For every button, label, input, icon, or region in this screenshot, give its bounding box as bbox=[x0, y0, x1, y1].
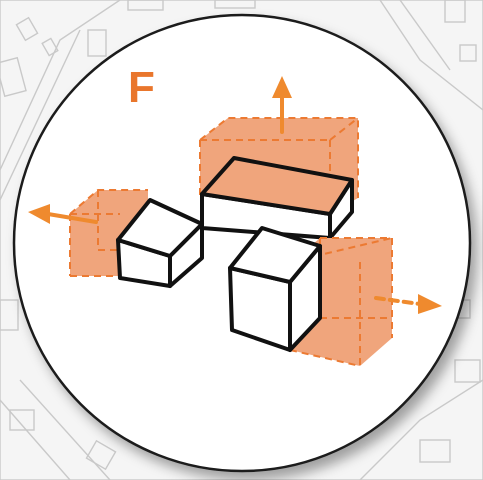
diagram-label: F bbox=[128, 63, 155, 112]
arrow-right bbox=[374, 294, 442, 314]
right-block bbox=[228, 226, 322, 352]
arrow-up bbox=[272, 76, 292, 134]
central-block bbox=[200, 156, 354, 240]
left-block bbox=[116, 198, 204, 288]
arrow-left bbox=[28, 204, 98, 224]
